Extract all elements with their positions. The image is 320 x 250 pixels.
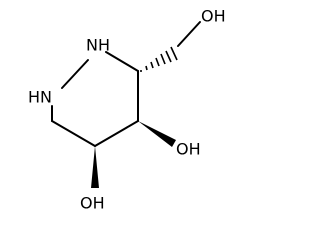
ring-bonds (51, 51, 139, 147)
atom-labels: NH HN OH OH OH (28, 7, 226, 213)
atom-label-oh-top-right: OH (201, 7, 226, 26)
pyridazine-triol-structure: NH HN OH OH OH (28, 7, 226, 213)
atom-label-hn: HN (28, 88, 52, 107)
atom-label-oh-bottom: OH (80, 194, 105, 213)
atom-label-oh-right: OH (176, 140, 201, 159)
bond-c5-c6 (51, 120, 96, 147)
bond-nh-c3 (105, 51, 139, 72)
wedge-bond-c5-oh (91, 146, 99, 188)
bond-ch2-oh (177, 21, 201, 47)
wedge-bond-c4-oh (138, 121, 176, 147)
bond-hn-nh (61, 59, 89, 89)
hashed-bond-c3-ch2 (140, 46, 178, 72)
bond-c4-c5 (94, 120, 139, 147)
atom-label-nh: NH (86, 36, 110, 55)
